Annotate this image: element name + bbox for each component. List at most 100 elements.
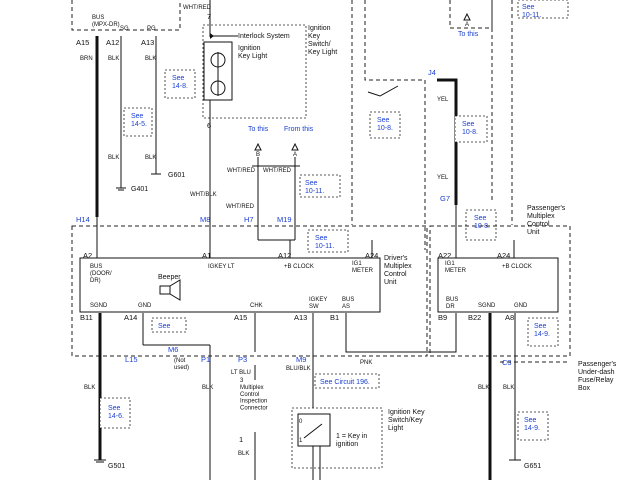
lt-blu-label: LT BLU <box>231 370 251 376</box>
g7-label: G7 <box>440 194 450 203</box>
wht-red-mid3: WHT/RED <box>226 204 255 210</box>
to-from-arrows: To this From this B A WHT/RED WHT/RED WH… <box>226 126 314 216</box>
yel1-label: YEL <box>437 97 449 103</box>
blk-a8-label: BLK <box>503 385 514 391</box>
pin-a13-bottom: A13 <box>294 313 307 322</box>
g401-label: G401 <box>131 186 148 193</box>
bus-door-dr-label: BUS(DOOR/DR) <box>90 264 112 284</box>
pin-a15-bottom: A15 <box>234 313 247 322</box>
sgnd-left-label: SGND <box>90 303 108 309</box>
to-this-left: To this <box>248 126 269 133</box>
yel2-label: YEL <box>437 175 449 181</box>
pin-a2: A2 <box>83 251 92 260</box>
wire-a13-ground: BLK BLK G601 <box>145 36 185 179</box>
from-this: From this <box>284 126 314 133</box>
to-this-right: To this <box>458 31 479 38</box>
pin-1-mid: 1 <box>239 435 243 444</box>
see-circuit-196-ref: See Circuit 196. <box>314 373 380 389</box>
blk-g601-label: BLK <box>145 155 156 161</box>
pnk-label: PNK <box>360 360 372 366</box>
pin-b11: B11 <box>80 313 93 322</box>
interlock-system-label: Interlock System <box>238 33 290 40</box>
pin-a24-right: A24 <box>497 251 510 260</box>
pin-6: 6 <box>207 121 211 130</box>
wire-b11-ground: BLK G501 <box>84 313 125 470</box>
arrow-b-label: B <box>256 152 260 158</box>
brn-label: BRN <box>80 56 93 62</box>
to-this-right-arrow: A To this <box>449 0 493 200</box>
wht-blk-label: WHT/BLK <box>190 192 217 198</box>
pin-a13-top: A13 <box>141 38 154 47</box>
switch-pin-0: 0 <box>299 419 303 425</box>
pin-a15-top: A15 <box>76 38 89 47</box>
pin-h7: H7 <box>244 215 254 224</box>
wht-red-top-label: WHT/RED <box>183 5 212 11</box>
beeper-label: Beeper <box>158 274 181 281</box>
arrow-a-right: A <box>465 22 469 28</box>
sg-label: SG <box>120 26 129 32</box>
g601-label: G601 <box>168 172 185 179</box>
see-circuit-196: See Circuit 196. <box>320 379 370 386</box>
wire-a13-igkey: M9 BLU/BLK <box>286 313 314 415</box>
blk-p1-label: BLK <box>202 385 213 391</box>
b-clock-right-label: +B CLOCK <box>502 264 532 270</box>
igkey-lt-label: IGKEY LT <box>208 264 235 270</box>
gnd-left-label: GND <box>138 303 152 309</box>
pin-b22: B22 <box>468 313 481 322</box>
upper-control-unit-box: BUS(MPX-DR) SG PG A15 A12 A13 <box>71 0 181 47</box>
pin-a22: A22 <box>438 251 451 260</box>
blk-a12-label: BLK <box>108 56 119 62</box>
pin-a1: A1 <box>202 251 211 260</box>
wire-a8-ground: C3 BLK G651 <box>502 313 541 470</box>
gnd-right-label: GND <box>514 303 528 309</box>
pin-b1: B1 <box>330 313 339 322</box>
pin-p1: P1 <box>201 355 210 364</box>
blk-g401-label: BLK <box>108 155 119 161</box>
drivers-multiplex-control-unit: H14 M8 H7 M19 A2 A1 A12 A24 BUS(DOOR/DR)… <box>71 215 428 357</box>
pg-label: PG <box>147 26 156 32</box>
blu-blk-label: BLU/BLK <box>286 366 311 372</box>
pin-a12-mid: A12 <box>278 251 291 260</box>
see-a14-ref: See <box>151 317 187 333</box>
pin-m9: M9 <box>296 355 306 364</box>
arrow-a-label: A <box>293 152 297 158</box>
pin-c3: C3 <box>502 358 512 367</box>
chk-label: CHK <box>250 303 263 309</box>
blk-b22-label: BLK <box>478 385 489 391</box>
bus-mpx-dr-label: BUS(MPX-DR) <box>92 15 120 28</box>
wire-j4-yel: J4 YEL YEL G7 <box>428 68 458 205</box>
pin-7: 7 <box>207 12 211 21</box>
g651-label: G651 <box>524 463 541 470</box>
